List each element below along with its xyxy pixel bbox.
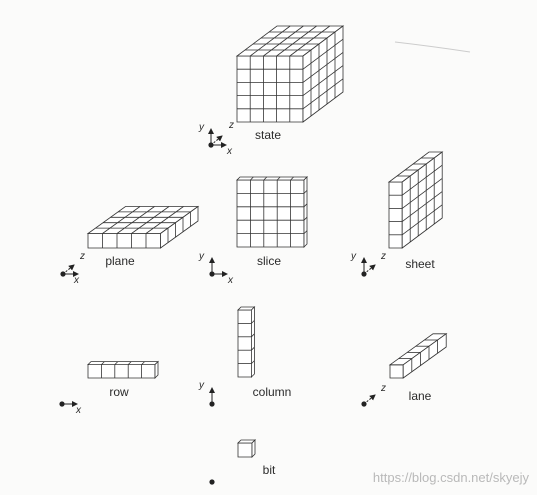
axes-state [208,128,227,148]
watermark: https://blog.csdn.net/skyejy [372,470,529,485]
column-label: column [252,385,292,399]
column-bar [237,306,256,378]
bit-cube [237,439,256,458]
plane-label: plane [105,254,135,268]
axes-sheet [361,257,376,277]
axes-lane [361,394,376,407]
axis-x-state: x [227,146,232,157]
row-label: row [109,385,129,399]
lane-label: lane [408,389,432,403]
state-label: state [254,128,282,142]
axis-y-sheet: y [351,251,356,262]
sheet-label: sheet [405,257,435,271]
axes-slice [209,257,228,277]
axis-z-sheet: z [381,251,386,262]
axes-plane [60,264,79,277]
axis-z-state: z [229,120,234,131]
axis-y-column: y [199,380,204,391]
lane-bar [388,333,448,379]
row-bar [87,360,159,379]
axis-z-plane: z [80,251,85,262]
axis-y-state: y [199,122,204,133]
axes-column [209,387,215,407]
plane-slab [86,205,200,249]
slice-label: slice [256,254,282,268]
axis-x-plane: x [74,275,79,286]
axes-bit [209,479,215,485]
bit-label: bit [262,463,276,477]
axis-x-row: x [76,405,81,416]
axis-z-lane: z [381,383,386,394]
slice-square [236,176,308,248]
axes-row [59,401,78,407]
sheet-panel [387,151,444,249]
axis-y-slice: y [199,251,204,262]
scan-mark [394,41,471,53]
state-cube [235,25,345,123]
axis-x-slice: x [228,275,233,286]
